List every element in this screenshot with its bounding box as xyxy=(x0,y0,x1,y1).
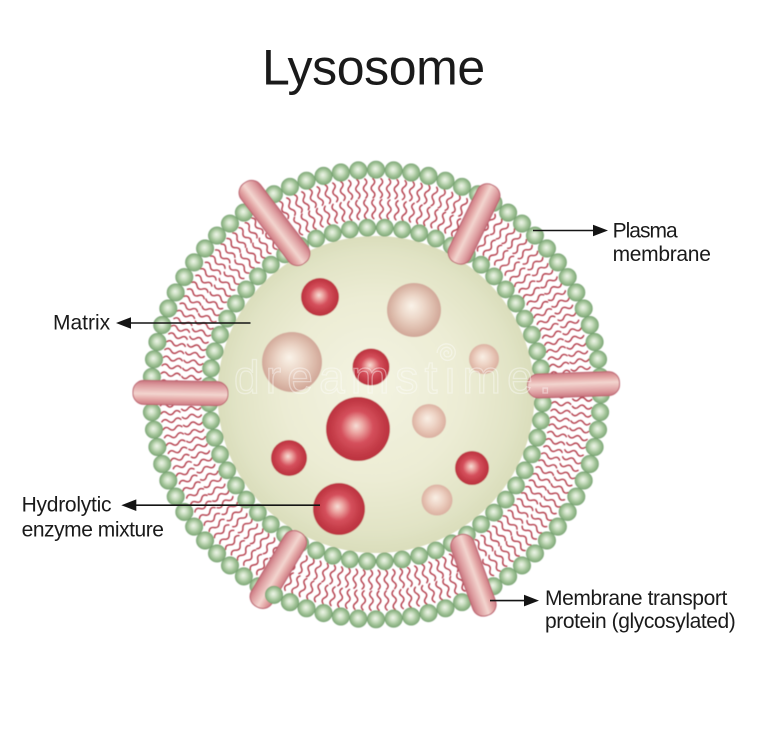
svg-text:membrane: membrane xyxy=(613,243,711,266)
svg-text:Lysosome: Lysosome xyxy=(262,39,485,95)
svg-text:Membrane transport: Membrane transport xyxy=(545,587,727,610)
svg-text:Hydrolytic: Hydrolytic xyxy=(22,494,112,517)
svg-text:Plasma: Plasma xyxy=(613,219,678,242)
svg-text:dreamstıme.: dreamstıme. xyxy=(234,351,558,403)
svg-text:enzyme mixture: enzyme mixture xyxy=(22,519,164,542)
svg-text:Matrix: Matrix xyxy=(53,311,111,334)
svg-text:protein (glycosylated): protein (glycosylated) xyxy=(545,610,735,633)
